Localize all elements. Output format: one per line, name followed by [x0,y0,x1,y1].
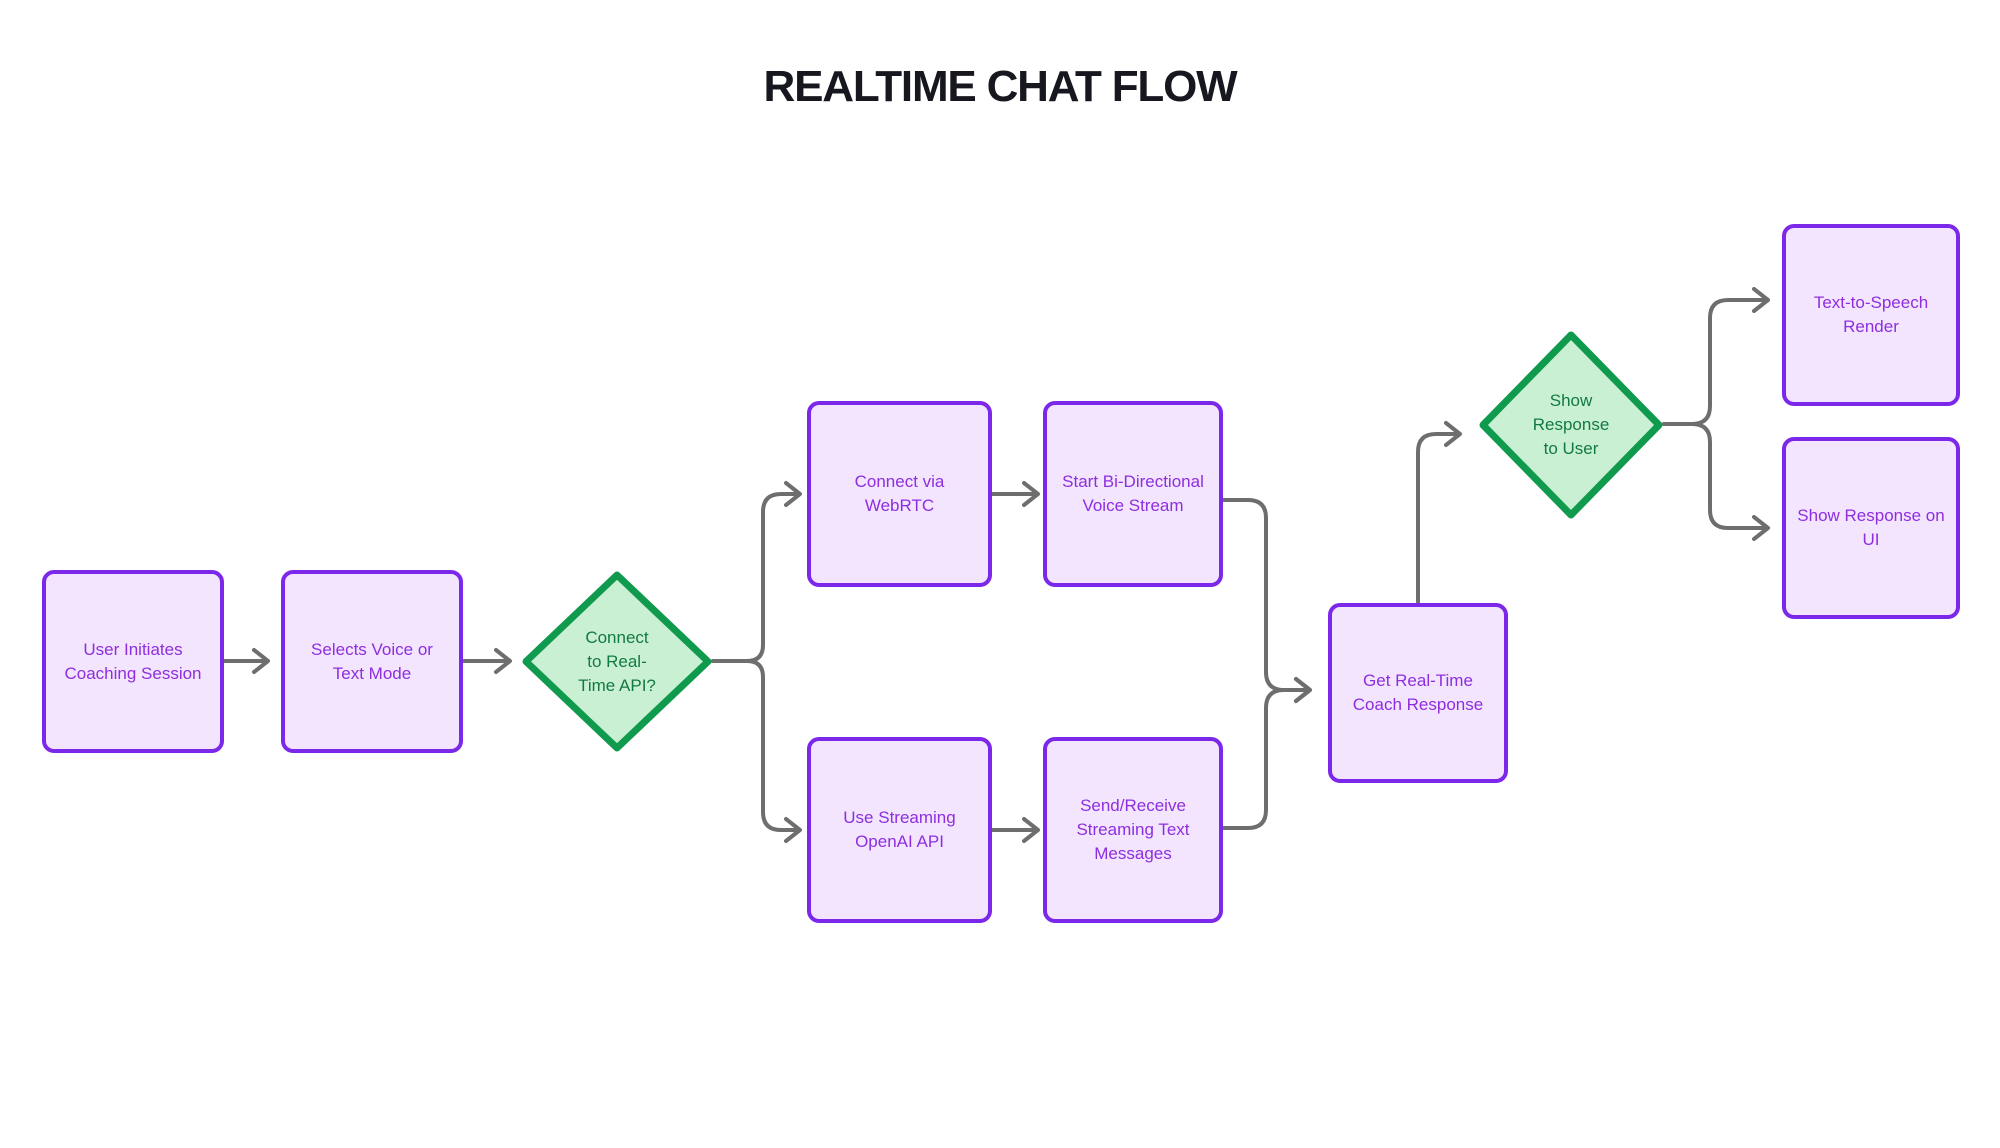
node-show-response-on-ui[interactable]: Show Response on UI [1782,437,1960,619]
node-connect-via-webrtc[interactable]: Connect via WebRTC [807,401,992,587]
edge-n5-n6 [990,817,1040,843]
edge-n7-d2 [1416,421,1462,604]
node-label: User Initiates Coaching Session [64,639,202,683]
node-use-streaming-openai-api[interactable]: Use Streaming OpenAI API [807,737,992,923]
edge-n2-d1 [462,648,512,674]
node-text-to-speech-render[interactable]: Text-to-Speech Render [1782,224,1960,406]
edge-d2-n8 [1662,287,1770,426]
edge-d1-n5 [711,659,802,843]
edge-n1-n2 [222,648,270,674]
node-label: Text-to-Speech Render [1813,293,1929,336]
node-start-bidirectional-voice-stream[interactable]: Start Bi-Directional Voice Stream [1043,401,1223,587]
node-label: Start Bi-Directional Voice Stream [1062,472,1204,515]
node-label: Send/Receive Streaming Text Messages [1076,796,1190,863]
edge-d2-n9 [1662,422,1770,541]
decision-show-response-to-user[interactable]: Show Response to User [1478,330,1664,520]
node-label: Use Streaming OpenAI API [843,808,956,851]
decision-connect-to-realtime-api[interactable]: Connect to Real- Time API? [521,570,713,753]
edge-d1-n3 [711,481,802,663]
edge-n3-n4 [990,481,1040,507]
node-label: Get Real-Time Coach Response [1352,671,1484,714]
edge-n6-n7 [1220,677,1312,830]
node-label: Selects Voice or Text Mode [311,639,433,683]
node-send-receive-streaming-text-messages[interactable]: Send/Receive Streaming Text Messages [1043,737,1223,923]
node-user-initiates-coaching-session[interactable]: User Initiates Coaching Session [42,570,224,753]
edge-n4-n7 [1220,498,1312,703]
node-label: Show Response on UI [1797,506,1945,549]
node-label: Connect via WebRTC [854,472,945,515]
node-get-realtime-coach-response[interactable]: Get Real-Time Coach Response [1328,603,1508,783]
node-label: Connect to Real- Time API? [578,627,656,695]
diamond-shape [522,571,712,752]
node-selects-voice-or-text-mode[interactable]: Selects Voice or Text Mode [281,570,463,753]
page-title: REALTIME CHAT FLOW [763,62,1238,111]
node-label: Show Response to User [1532,391,1610,458]
diamond-shape [1479,331,1663,519]
